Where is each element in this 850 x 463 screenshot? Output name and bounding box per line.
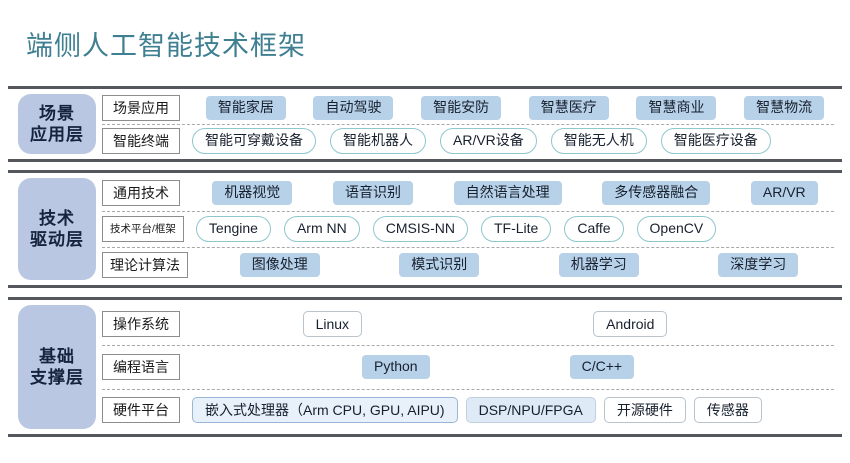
row-label-general-technology: 通用技术 [102, 180, 180, 207]
row-general-technology: 通用技术 机器视觉 语音识别 自然语言处理 多传感器融合 AR/VR [102, 175, 838, 211]
layer-rows: 场景应用智能家居自动驾驶智能安防智慧医疗智慧商业智慧物流智能终端智能可穿戴设备智… [102, 89, 842, 159]
row-hardware-platform: 硬件平台嵌入式处理器（Arm CPU, GPU, AIPU) DSP/NPU/FP… [102, 388, 838, 432]
row-items: Tengine Arm NN CMSIS-NN TF-Lite Caffe OpenCV [195, 216, 838, 243]
row-label-theory-algorithm: 理论计算法 [102, 252, 188, 279]
pill-item[interactable]: Python [362, 355, 430, 380]
pill-item[interactable]: 自然语言处理 [453, 181, 562, 206]
pill-item[interactable]: 智能安防 [421, 95, 502, 120]
row-items: 智能家居 自动驾驶 智能安防 智慧医疗 智慧商业 智慧物流 [192, 95, 838, 120]
pill-item[interactable]: 智慧商业 [636, 95, 717, 120]
layer-rows: 操作系统 Linux Android 编程语言 Python C/C++ 硬件平台嵌入式处理… [102, 300, 842, 434]
pill-item[interactable]: CMSIS-NN [372, 216, 468, 243]
pill-item[interactable]: 智慧物流 [744, 95, 825, 120]
pill-item[interactable]: 传感器 [693, 397, 762, 424]
row-scene-application: 场景应用智能家居 自动驾驶 智能安防 智慧医疗 智慧商业 智慧物流 [102, 91, 838, 124]
pill-item[interactable]: Arm NN [283, 216, 360, 243]
layer-label-foundation-support-layer: 基础支撑层 [18, 305, 96, 430]
row-label-scene-application: 场景应用 [102, 94, 180, 121]
pill-item[interactable]: 自动驾驶 [313, 95, 394, 120]
row-items: Python C/C++ [192, 355, 838, 380]
row-items: 机器视觉 语音识别 自然语言处理 多传感器融合 AR/VR [192, 181, 838, 206]
layer-label-scene-application-layer: 场景应用层 [18, 94, 96, 155]
row-items: 智能可穿戴设备智能机器人 AR/VR设备智能无人机智能医疗设备 [192, 127, 838, 154]
row-label-hardware-platform: 硬件平台 [102, 397, 180, 424]
layer-label-line2: 应用层 [30, 125, 84, 145]
layer-label-technology-driver-layer: 技术驱动层 [18, 178, 96, 281]
row-smart-terminal: 智能终端智能可穿戴设备智能机器人 AR/VR设备智能无人机智能医疗设备 [102, 124, 838, 157]
row-label-operating-system: 操作系统 [102, 310, 180, 337]
pill-item[interactable]: 图像处理 [239, 253, 320, 278]
pill-item[interactable]: 模式识别 [399, 253, 480, 278]
pill-item[interactable]: DSP/NPU/FPGA [465, 397, 596, 424]
layer-label-line2: 驱动层 [30, 230, 84, 250]
pill-item[interactable]: TF-Lite [480, 216, 552, 243]
pill-item[interactable]: Android [593, 310, 668, 337]
layer-label-line2: 支撑层 [30, 368, 84, 388]
layer-label-line1: 基础 [39, 347, 75, 367]
pill-item[interactable]: OpenCV [636, 216, 717, 243]
pill-item[interactable]: C/C++ [569, 355, 635, 380]
row-label-smart-terminal: 智能终端 [102, 127, 180, 154]
pill-item[interactable]: 嵌入式处理器（Arm CPU, GPU, AIPU) [192, 397, 458, 424]
pill-item[interactable]: 智能家居 [205, 95, 286, 120]
row-operating-system: 操作系统 Linux Android [102, 302, 838, 345]
pill-item[interactable]: Caffe [564, 216, 624, 243]
pill-item[interactable]: 智能可穿戴设备 [192, 127, 316, 154]
row-tech-platform-framework: 技术平台/框架 Tengine Arm NN CMSIS-NN TF-Lite Caffe… [102, 211, 838, 247]
pill-item[interactable]: 机器视觉 [212, 181, 293, 206]
row-programming-language: 编程语言 Python C/C++ [102, 345, 838, 388]
pill-item[interactable]: 开源硬件 [603, 397, 686, 424]
layer-section-scene-application-layer: 场景应用层场景应用智能家居 自动驾驶 智能安防 智慧医疗 智慧商业 智慧物流智能终端智能可… [8, 86, 842, 163]
pill-item[interactable]: 多传感器融合 [602, 181, 711, 206]
pill-item[interactable]: AR/VR [750, 181, 818, 206]
layer-label-line1: 技术 [39, 209, 75, 229]
pill-item[interactable]: 智慧医疗 [528, 95, 609, 120]
row-label-tech-platform-framework: 技术平台/框架 [102, 216, 184, 243]
row-label-programming-language: 编程语言 [102, 354, 180, 381]
pill-item[interactable]: Tengine [195, 216, 271, 243]
pill-item[interactable]: Linux [302, 310, 363, 337]
pill-item[interactable]: 深度学习 [718, 253, 799, 278]
pill-item[interactable]: 语音识别 [332, 181, 413, 206]
page-title: 端侧人工智能技术框架 [26, 31, 306, 62]
row-theory-algorithm: 理论计算法 图像处理 模式识别 机器学习 深度学习 [102, 247, 838, 283]
pill-item[interactable]: 机器学习 [558, 253, 639, 278]
pill-item[interactable]: AR/VR设备 [440, 127, 537, 154]
pill-item[interactable]: 智能医疗设备 [660, 127, 771, 154]
layer-rows: 通用技术 机器视觉 语音识别 自然语言处理 多传感器融合 AR/VR 技术平台/框架 Teng… [102, 173, 842, 285]
row-items: Linux Android [192, 310, 838, 337]
row-items: 图像处理 模式识别 机器学习 深度学习 [200, 253, 838, 278]
pill-item[interactable]: 智能无人机 [550, 127, 647, 154]
row-items: 嵌入式处理器（Arm CPU, GPU, AIPU) DSP/NPU/FPGA 开源… [192, 397, 838, 424]
framework-diagram: 场景应用层场景应用智能家居 自动驾驶 智能安防 智慧医疗 智慧商业 智慧物流智能终端智能可… [0, 86, 850, 438]
pill-item[interactable]: 智能机器人 [330, 127, 426, 154]
layer-label-line1: 场景 [39, 104, 75, 124]
